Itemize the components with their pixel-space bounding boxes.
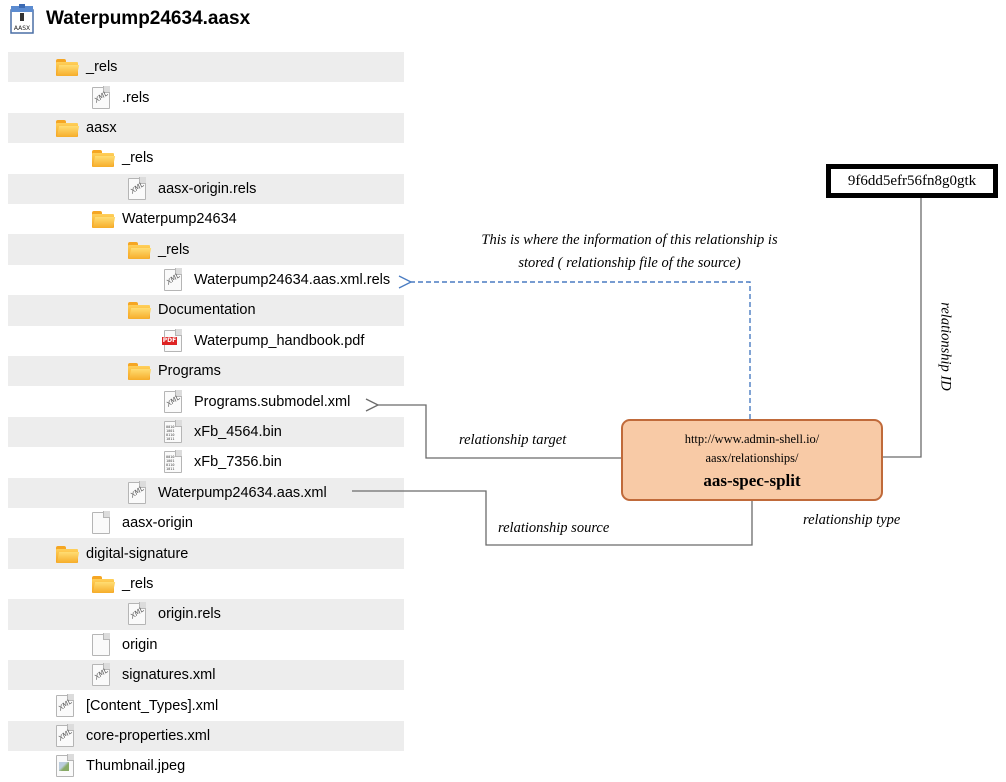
package-title: Waterpump24634.aasx	[46, 8, 251, 29]
tree-folder-row[interactable]: Documentation	[8, 295, 404, 326]
tree-file-row[interactable]: XML Programs.submodel.xml	[8, 386, 404, 416]
tree-item-label: Programs	[158, 363, 221, 380]
tree-item-label: digital-signature	[86, 545, 189, 562]
xml-file-icon: XML	[92, 85, 114, 109]
tree-item-label: Thumbnail.jpeg	[86, 758, 186, 775]
tree-file-row[interactable]: Thumbnail.jpeg	[8, 751, 404, 781]
pdf-file-icon: PDF	[162, 328, 186, 352]
relationship-id-value: 9f6dd5efr56fn8g0gtk	[847, 172, 977, 189]
tree-item-label: aasx-origin	[122, 515, 193, 532]
image-file-icon	[56, 754, 78, 778]
folder-icon	[128, 239, 152, 261]
tree-folder-row[interactable]: _rels	[8, 234, 404, 265]
svg-text:AASX: AASX	[14, 25, 30, 32]
tree-file-row[interactable]: XML core-properties.xml	[8, 720, 404, 752]
tree-folder-row[interactable]: Programs	[8, 356, 404, 387]
folder-icon	[92, 573, 116, 595]
tree-folder-row[interactable]: aasx	[8, 112, 404, 144]
tree-item-label: signatures.xml	[122, 667, 216, 684]
tree-item-label: _rels	[122, 150, 154, 167]
tree-folder-row[interactable]: _rels	[8, 52, 404, 83]
tree-item-label: core-properties.xml	[86, 727, 211, 744]
tree-file-row[interactable]: XML Waterpump24634.aas.xml.rels	[8, 265, 404, 295]
tree-item-label: xFb_4564.bin	[194, 423, 282, 440]
folder-icon	[92, 147, 116, 169]
relationship-type-box: http://www.admin-shell.io/ aasx/relation…	[621, 419, 883, 501]
folder-icon	[128, 360, 152, 382]
target-arrow	[378, 405, 621, 459]
tree-folder-row[interactable]: _rels	[8, 143, 404, 173]
tree-item-label: [Content_Types].xml	[86, 697, 219, 714]
package-icon: AASX	[8, 4, 36, 34]
folder-icon	[56, 117, 80, 139]
tree-item-label: aasx	[86, 119, 117, 136]
tree-item-label: aasx-origin.rels	[158, 180, 257, 197]
xml-file-icon: XML	[56, 723, 78, 747]
target-label: relationship target	[459, 432, 567, 448]
relationship-url-line2: aasx/relationships/	[705, 450, 799, 465]
blank-file-icon	[92, 511, 114, 535]
relationship-id-box: 9f6dd5efr56fn8g0gtk	[826, 164, 998, 198]
tree-item-label: Waterpump24634	[122, 211, 237, 228]
xml-file-icon: XML	[164, 267, 186, 291]
folder-icon	[56, 56, 80, 78]
tree-file-row[interactable]: XML origin.rels	[8, 599, 404, 630]
source-label: relationship source	[498, 520, 610, 536]
tree-item-label: origin.rels	[158, 606, 221, 623]
tree-item-label: _rels	[158, 241, 190, 258]
xml-file-icon: XML	[164, 389, 186, 413]
folder-icon	[56, 543, 80, 565]
source-line	[352, 490, 753, 546]
tree-file-row[interactable]: XML [Content_Types].xml	[8, 690, 404, 720]
type-label: relationship type	[803, 512, 901, 528]
storage-note-line2: stored ( relationship file of the source…	[518, 255, 741, 271]
xml-file-icon: XML	[128, 480, 150, 504]
xml-file-icon: XML	[56, 693, 78, 717]
tree-item-label: origin	[122, 636, 158, 653]
tree-file-row[interactable]: XML .rels	[8, 82, 404, 112]
tree-folder-row[interactable]: _rels	[8, 569, 404, 599]
id-label: relationship ID	[937, 302, 954, 391]
tree-item-label: Documentation	[158, 302, 256, 319]
relationship-url-line1: http://www.admin-shell.io/	[684, 431, 820, 446]
storage-note-line1: This is where the information of this re…	[481, 232, 778, 248]
xml-file-icon: XML	[92, 663, 114, 687]
tree-folder-row[interactable]: digital-signature	[8, 538, 404, 569]
tree-file-row[interactable]: XML signatures.xml	[8, 660, 404, 691]
tree-file-row[interactable]: XML Waterpump24634.aas.xml	[8, 477, 404, 508]
tree-file-row[interactable]: PDF Waterpump_handbook.pdf	[8, 326, 404, 356]
tree-folder-row[interactable]: Waterpump24634	[8, 204, 404, 234]
package-header: AASX Waterpump24634.aasx	[8, 2, 250, 36]
tree-file-row[interactable]: aasx-origin	[8, 508, 404, 538]
tree-item-label: Waterpump24634.aas.xml	[158, 484, 327, 501]
tree-item-label: _rels	[86, 59, 118, 76]
tree-item-label: Waterpump24634.aas.xml.rels	[194, 271, 391, 288]
tree-item-label: _rels	[122, 575, 154, 592]
tree-item-label: Programs.submodel.xml	[194, 393, 351, 410]
folder-icon	[128, 299, 152, 321]
tree-item-label: .rels	[122, 89, 150, 106]
tree-item-label: Waterpump_handbook.pdf	[194, 332, 365, 349]
storage-dashed-arrow	[411, 282, 751, 419]
xml-file-icon: XML	[128, 176, 150, 200]
folder-icon	[92, 208, 116, 230]
xml-file-icon: XML	[128, 602, 150, 626]
id-line	[883, 198, 922, 458]
blank-file-icon	[92, 632, 114, 656]
tree-file-row[interactable]: origin	[8, 630, 404, 660]
tree-item-label: xFb_7356.bin	[194, 454, 282, 471]
storage-note: This is where the information of this re…	[432, 232, 827, 272]
relationship-type-name: aas-spec-split	[703, 470, 801, 490]
tree-file-row[interactable]: XML aasx-origin.rels	[8, 173, 404, 204]
